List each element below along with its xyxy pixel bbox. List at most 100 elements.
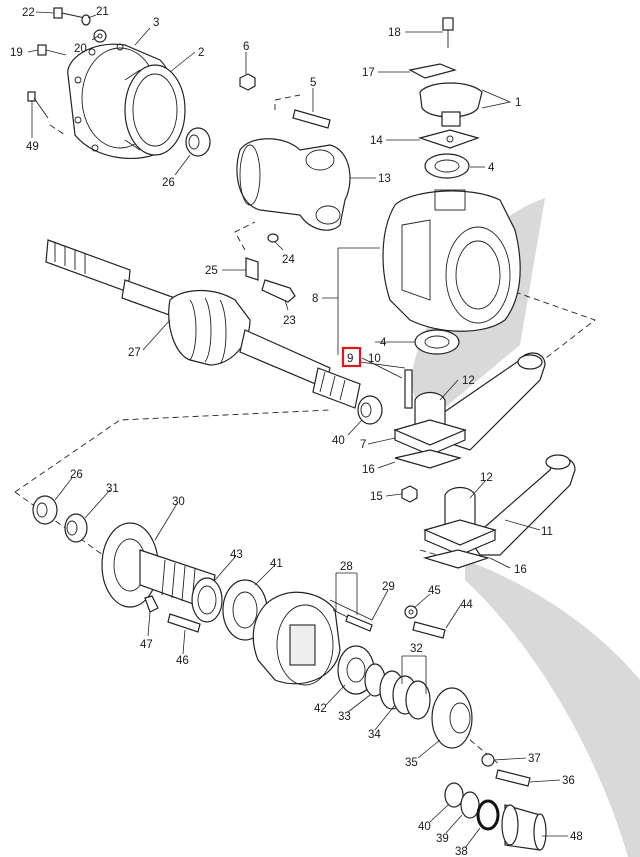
cap-48 <box>501 804 547 851</box>
part-label: 23 <box>283 315 296 327</box>
bushing-26-left <box>32 495 58 525</box>
stud-29 <box>345 614 373 632</box>
part-label: 39 <box>436 833 449 845</box>
part-label: 45 <box>428 585 441 597</box>
part-label: 17 <box>362 67 375 79</box>
part-label: 28 <box>340 561 353 573</box>
part-label: 3 <box>153 17 159 29</box>
part-label: 43 <box>230 549 243 561</box>
part-label: 30 <box>172 496 185 508</box>
wheel-hub <box>252 591 341 686</box>
steering-arm-upper-12 <box>393 352 546 456</box>
part-label: 26 <box>162 177 175 189</box>
nut-6 <box>239 73 256 91</box>
washer-37 <box>481 753 495 767</box>
dash-left-upper <box>14 409 331 493</box>
part-label: 24 <box>282 254 295 266</box>
bolt-22 <box>53 7 86 19</box>
part-label: 5 <box>310 77 316 89</box>
bearing-4-top <box>424 153 470 179</box>
part-label: 36 <box>562 775 575 787</box>
bearing-4-lower <box>414 329 460 355</box>
part-label: 48 <box>570 831 583 843</box>
bolt-36 <box>495 769 531 787</box>
part-label: 47 <box>140 639 153 651</box>
part-label: 1 <box>515 97 521 109</box>
bolt-19 <box>37 44 67 56</box>
lower-shadow-shape <box>465 560 640 857</box>
bracket-25 <box>245 257 259 281</box>
part-label: 34 <box>368 729 381 741</box>
snap-ring-40-bottom <box>444 782 464 808</box>
bushing-31 <box>64 513 88 543</box>
part-label: 2 <box>198 47 204 59</box>
washer-21 <box>81 14 91 26</box>
part-label: 31 <box>106 483 119 495</box>
part-labels: 22 21 3 20 19 2 6 49 5 18 17 1 14 4 13 2… <box>10 6 583 857</box>
ring-39 <box>460 791 480 819</box>
part-label: 41 <box>270 558 283 570</box>
part-label: 16 <box>514 564 527 576</box>
part-label: 8 <box>312 293 318 305</box>
bushing-26-top <box>185 127 211 157</box>
bolt-23 <box>261 279 296 303</box>
part-label: 12 <box>480 472 493 484</box>
part-label: 33 <box>338 711 351 723</box>
o-ring-38 <box>476 799 500 831</box>
steering-arm-lower-11 <box>423 454 576 556</box>
stud-10 <box>404 369 413 409</box>
bolt-5 <box>292 109 331 129</box>
highlight-box <box>341 346 362 368</box>
part-label: 6 <box>243 41 249 53</box>
part-label: 26 <box>70 469 83 481</box>
dash-bottom-right <box>469 739 501 766</box>
leader-lines <box>27 11 568 849</box>
part-label: 46 <box>176 655 189 667</box>
dash-bolt-5 <box>274 94 301 110</box>
part-label: 20 <box>74 43 87 55</box>
dash-left-lower <box>14 491 111 561</box>
part-label: 16 <box>362 464 375 476</box>
part-label: 12 <box>462 375 475 387</box>
part-label: 19 <box>10 47 23 59</box>
part-label: 40 <box>332 435 345 447</box>
part-label: 42 <box>314 703 327 715</box>
highlighted-part-label: 9 <box>347 353 353 365</box>
nut-15 <box>401 485 418 503</box>
part-label: 49 <box>26 141 39 153</box>
dash-bracket <box>234 221 256 251</box>
washer-45 <box>404 605 418 619</box>
part-label: 22 <box>22 7 35 19</box>
part-label: 27 <box>128 347 141 359</box>
shims-32 <box>379 670 431 720</box>
part-label: 4 <box>380 337 387 349</box>
part-label: 44 <box>460 599 473 611</box>
plate-17 <box>408 63 457 79</box>
part-label: 13 <box>378 173 391 185</box>
part-label: 21 <box>96 6 109 18</box>
part-label: 4 <box>488 162 495 174</box>
bolt-47 <box>144 595 159 613</box>
shim-16-upper <box>394 449 463 469</box>
bolt-46 <box>167 613 201 633</box>
part-label: 14 <box>370 135 383 147</box>
part-label: 40 <box>418 821 431 833</box>
gasket-14 <box>417 129 480 149</box>
part-label: 7 <box>360 439 366 451</box>
part-label: 38 <box>455 846 468 857</box>
part-label: 29 <box>382 581 395 593</box>
drive-shaft-27 <box>45 239 361 409</box>
flange-35 <box>431 687 473 749</box>
cap-1 <box>419 82 483 127</box>
washer-20 <box>93 29 107 43</box>
part-label: 10 <box>368 353 381 365</box>
bolt-44 <box>412 621 446 639</box>
part-label: 15 <box>370 491 383 503</box>
knuckle-13 <box>236 138 351 231</box>
part-label: 37 <box>528 753 541 765</box>
main-housing-8 <box>382 189 521 332</box>
seal-43 <box>191 577 223 623</box>
shim-16-lower <box>422 549 491 569</box>
dash-bolt-49 <box>49 124 66 136</box>
